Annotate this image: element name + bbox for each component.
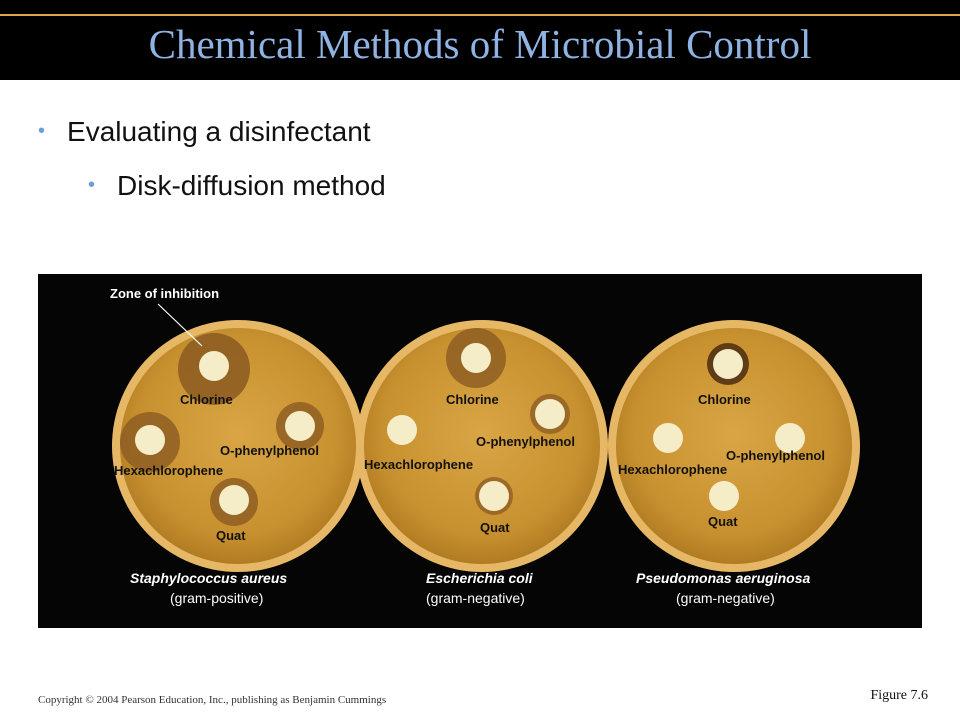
label-chlorine: Chlorine — [180, 392, 233, 407]
disk — [219, 485, 249, 515]
disk-diffusion-figure: Chlorine O-phenylphenol Hexachlorophene … — [38, 274, 922, 628]
organism-label: Staphylococcus aureus — [130, 570, 287, 586]
petri-plates-image: Chlorine O-phenylphenol Hexachlorophene … — [110, 286, 860, 606]
disk — [479, 481, 509, 511]
bullet-1-text: Evaluating a disinfectant — [67, 116, 371, 147]
label-hexachlorophene: Hexachlorophene — [114, 463, 223, 478]
disk — [199, 351, 229, 381]
label-quat: Quat — [216, 528, 246, 543]
plate-pseudomonas: Chlorine O-phenylphenol Hexachlorophene … — [608, 320, 860, 572]
label-o-phenylphenol: O-phenylphenol — [476, 434, 575, 449]
label-o-phenylphenol: O-phenylphenol — [220, 443, 319, 458]
plate-staphylococcus: Chlorine O-phenylphenol Hexachlorophene … — [112, 320, 364, 572]
gram-label: (gram-positive) — [170, 590, 263, 606]
disk — [285, 411, 315, 441]
organism-label: Escherichia coli — [426, 570, 534, 586]
label-quat: Quat — [480, 520, 510, 535]
disk — [775, 423, 805, 453]
plate-agar — [616, 328, 852, 564]
title-bar — [0, 0, 960, 80]
figure-reference: Figure 7.6 — [870, 688, 928, 703]
callout-pointer-line — [157, 303, 203, 347]
disk — [135, 425, 165, 455]
plate-escherichia: Chlorine O-phenylphenol Hexachlorophene … — [356, 320, 608, 572]
label-o-phenylphenol: O-phenylphenol — [726, 448, 825, 463]
slide-title: Chemical Methods of Microbial Control — [148, 21, 812, 67]
disk — [387, 415, 417, 445]
bullet-dot-icon: • — [38, 120, 46, 142]
bullet-2-text: Disk-diffusion method — [117, 170, 386, 201]
label-chlorine: Chlorine — [446, 392, 499, 407]
label-chlorine: Chlorine — [698, 392, 751, 407]
gram-label: (gram-negative) — [426, 590, 525, 606]
title-accent-line — [0, 14, 960, 16]
disk — [461, 343, 491, 373]
bullet-1: • Evaluating a disinfectant — [38, 116, 371, 148]
plate-agar — [120, 328, 356, 564]
disk — [535, 399, 565, 429]
copyright-notice: Copyright © 2004 Pearson Education, Inc.… — [38, 694, 387, 706]
label-hexachlorophene: Hexachlorophene — [618, 462, 727, 477]
label-hexachlorophene: Hexachlorophene — [364, 457, 473, 472]
disk — [713, 349, 743, 379]
bullet-dot-icon: • — [88, 174, 96, 196]
disk — [653, 423, 683, 453]
callout-zone-of-inhibition: Zone of inhibition — [110, 286, 219, 301]
bullet-2: • Disk-diffusion method — [88, 170, 386, 202]
organism-label: Pseudomonas aeruginosa — [636, 570, 810, 586]
label-quat: Quat — [708, 514, 738, 529]
disk — [709, 481, 739, 511]
gram-label: (gram-negative) — [676, 590, 775, 606]
plate-agar — [364, 328, 600, 564]
